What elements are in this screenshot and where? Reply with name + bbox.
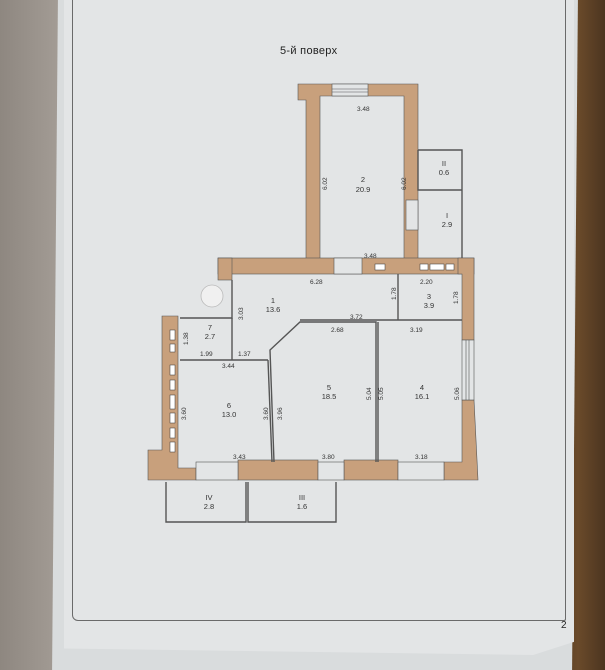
room-2-number: 2 xyxy=(361,175,365,184)
dim-r2-top: 3.48 xyxy=(357,106,370,113)
room-III-number: III xyxy=(299,493,305,502)
room-I-area: 2.9 xyxy=(442,220,452,229)
dim-r3-top: 2.20 xyxy=(420,279,433,286)
dim-r4-bottom: 3.18 xyxy=(415,454,428,461)
room-IV-number: IV xyxy=(205,493,212,502)
room-I-number: I xyxy=(446,211,448,220)
room-II-number: II xyxy=(442,159,446,168)
room-4-area: 16.1 xyxy=(415,392,430,401)
room-1-number: 1 xyxy=(271,296,275,305)
dim-r4-left: 5.05 xyxy=(378,387,385,400)
page-frame xyxy=(72,0,566,621)
dim-r3-right: 1.78 xyxy=(453,291,460,304)
dim-r5-top: 2.68 xyxy=(331,327,344,334)
dim-r4-right: 5.06 xyxy=(454,387,461,400)
room-3-area: 3.9 xyxy=(424,301,434,310)
dim-hall-bottom: 3.72 xyxy=(350,314,363,321)
dim-r6-top: 3.44 xyxy=(222,363,235,370)
dim-r6-bottom: 3.43 xyxy=(233,454,246,461)
dim-hall-top: 6.28 xyxy=(310,279,323,286)
background-surface-left xyxy=(0,0,62,670)
photo-glare-spot xyxy=(200,284,224,308)
dim-corridor-bottom: 1.37 xyxy=(238,351,251,358)
room-6-number: 6 xyxy=(227,401,231,410)
dimension-labels: 3.48 3.48 6.02 6.02 6.28 2.20 1.78 1.78 … xyxy=(181,106,461,461)
windows xyxy=(195,83,475,481)
dim-r6-left: 3.60 xyxy=(181,407,188,420)
dim-r7-left: 1.38 xyxy=(183,332,190,345)
room-3-number: 3 xyxy=(427,292,431,301)
room-5-area: 18.5 xyxy=(322,392,337,401)
room-4-number: 4 xyxy=(420,383,424,392)
dim-r5-left: 3.96 xyxy=(277,407,284,420)
dim-r7-bottom: 1.99 xyxy=(200,351,213,358)
room-2-area: 20.9 xyxy=(356,185,371,194)
room-1-area: 13.6 xyxy=(266,305,281,314)
floor-title: 5-й поверх xyxy=(280,45,338,57)
dim-r2-right: 6.02 xyxy=(401,177,408,190)
room-II-area: 0.6 xyxy=(439,168,449,177)
dim-r6-right: 3.60 xyxy=(263,407,270,420)
room-6-area: 13.0 xyxy=(222,410,237,419)
room-labels: 2 20.9 II 0.6 I 2.9 1 13.6 3 3.9 7 2.7 5… xyxy=(204,159,452,511)
dim-r5-right: 5.04 xyxy=(366,387,373,400)
room-7-number: 7 xyxy=(208,323,212,332)
room-5-number: 5 xyxy=(327,383,331,392)
dim-r3-left: 1.78 xyxy=(391,287,398,300)
dim-r2-left: 6.02 xyxy=(322,177,329,190)
interior-partitions xyxy=(165,149,463,523)
dim-r4-top: 3.19 xyxy=(410,327,423,334)
page-number: 2 xyxy=(561,620,567,631)
room-IV-area: 2.8 xyxy=(204,502,214,511)
room-III-area: 1.6 xyxy=(297,502,307,511)
dim-hall-left: 3.03 xyxy=(238,307,245,320)
ventilation-shafts xyxy=(169,263,455,453)
dim-r5-bottom: 3.80 xyxy=(322,454,335,461)
room-7-area: 2.7 xyxy=(205,332,215,341)
dim-r2-bottom: 3.48 xyxy=(364,253,377,260)
walls xyxy=(147,83,479,481)
